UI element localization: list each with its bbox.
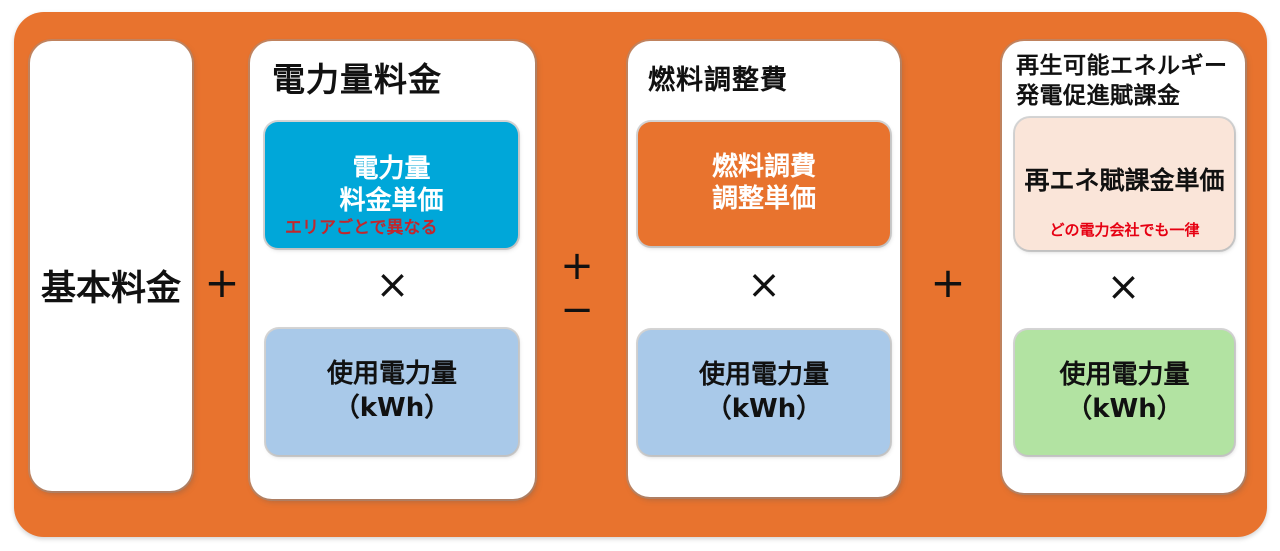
fuel-usage-line1: 使用電力量 [698,359,829,390]
energy-multiply-sign: × [375,262,410,308]
plus-sign: + [560,243,594,289]
basic-fee-label: 基本料金 [40,269,181,309]
fuel-adjustment-title: 燃料調整費 [648,65,788,96]
fuel-usage-line2: （kWh） [705,393,823,424]
energy-usage-line2: （kWh） [333,393,451,423]
basic-fee-panel: 基本料金 [30,41,192,491]
renewable-usage-line2: （kWh） [1066,393,1183,424]
plus-operator-1: + [204,258,240,307]
fee-diagram-board: 基本料金 + 電力量料金 電力量 料金単価 エリアごとで異なる × 使用電力量 … [14,12,1267,537]
renewable-usage-box: 使用電力量 （kWh） [1015,330,1234,455]
energy-usage-line1: 使用電力量 [326,359,457,390]
renewable-levy-title-line2: 発電促進賦課金 [1016,83,1181,110]
fuel-usage-box: 使用電力量 （kWh） [638,330,890,455]
plus-operator-2: + [930,258,966,307]
fuel-unit-price-line2: 調整単価 [711,183,816,214]
energy-unit-price-box: 電力量 料金単価 エリアごとで異なる [265,122,518,248]
fuel-multiply-sign: × [747,262,781,308]
renewable-multiply-sign: × [1106,264,1141,310]
fuel-unit-price-box: 燃料調費 調整単価 [638,122,890,246]
energy-unit-price-line1: 電力量 [352,154,431,184]
fuel-unit-price-line1: 燃料調費 [711,152,816,182]
energy-charge-title: 電力量料金 [272,60,442,99]
renewable-unit-price-label: 再エネ賦課金単価 [1024,166,1225,195]
renewable-unit-price-box: 再エネ賦課金単価 どの電力会社でも一律 [1015,118,1234,250]
energy-unit-price-line2: 料金単価 [339,185,444,216]
energy-unit-price-label: 電力量 料金単価 [265,154,518,217]
renewable-levy-title: 再生可能エネルギー 発電促進賦課金 [1016,51,1228,112]
renewable-unit-price-note: どの電力会社でも一律 [1049,221,1200,239]
energy-charge-panel: 電力量料金 電力量 料金単価 エリアごとで異なる × 使用電力量 （kWh） [250,41,535,499]
renewable-levy-panel: 再生可能エネルギー 発電促進賦課金 再エネ賦課金単価 どの電力会社でも一律 × … [1002,41,1245,493]
energy-unit-price-note: エリアごとで異なる [285,218,438,238]
renewable-levy-title-line1: 再生可能エネルギー [1016,53,1228,79]
plus-minus-operator: + − [547,244,607,332]
fuel-unit-price-label: 燃料調費 調整単価 [638,152,890,215]
renewable-usage-line1: 使用電力量 [1059,359,1190,390]
minus-sign: − [560,287,594,333]
fuel-adjustment-panel: 燃料調整費 燃料調費 調整単価 × 使用電力量 （kWh） [628,41,900,497]
energy-usage-box: 使用電力量 （kWh） [266,329,518,455]
